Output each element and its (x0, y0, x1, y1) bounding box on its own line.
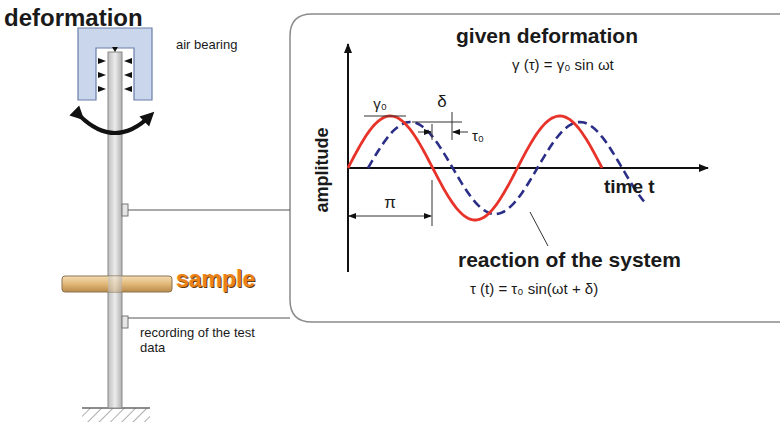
amplitude-label: γ₀ (373, 95, 387, 112)
curve-label: reaction of the system (458, 248, 681, 272)
formula: γ (τ) = γ₀ sin ωt (512, 56, 614, 73)
sample-disc (62, 276, 172, 292)
sensor (122, 316, 128, 328)
amplitude-marker (364, 116, 406, 117)
diagram-title: deformation (4, 4, 143, 32)
ground-hatch (82, 408, 150, 422)
leader-line (128, 210, 290, 211)
disc-hub (108, 276, 122, 292)
amplitude-marker (412, 122, 462, 123)
rotation-arrow (80, 116, 150, 133)
part-label: recording of the test data (140, 326, 280, 356)
deformation-curve (348, 116, 602, 220)
air-bearing-housing (78, 28, 152, 100)
dimension-arrow (349, 216, 390, 217)
dimension-label: δ (437, 92, 446, 112)
leader-line (128, 318, 290, 319)
dimension-label: π (382, 193, 398, 213)
amplitude-label: τ₀ (470, 127, 486, 144)
dimension-arrow (453, 132, 468, 133)
dimension-arrow (418, 132, 431, 133)
dimension-arrow (390, 216, 431, 217)
amplitude-axis (347, 44, 349, 272)
curve-label: given deformation (456, 24, 638, 48)
response-curve (368, 122, 644, 214)
time-axis (348, 167, 708, 169)
sensor (122, 204, 128, 216)
air-jets (98, 47, 132, 92)
leader-line (530, 212, 548, 246)
dimension-tick (452, 112, 453, 140)
shaft (108, 52, 122, 408)
part-label: sample (176, 266, 255, 292)
dimension-tick (432, 180, 433, 226)
graph-panel (290, 14, 780, 322)
part-label: air bearing (176, 38, 237, 53)
axis-label: amplitude (312, 127, 333, 212)
dimension-tick (432, 124, 433, 140)
formula: τ (t) = τ₀ sin(ωt + δ) (470, 280, 598, 297)
axis-label: time t (604, 176, 655, 198)
